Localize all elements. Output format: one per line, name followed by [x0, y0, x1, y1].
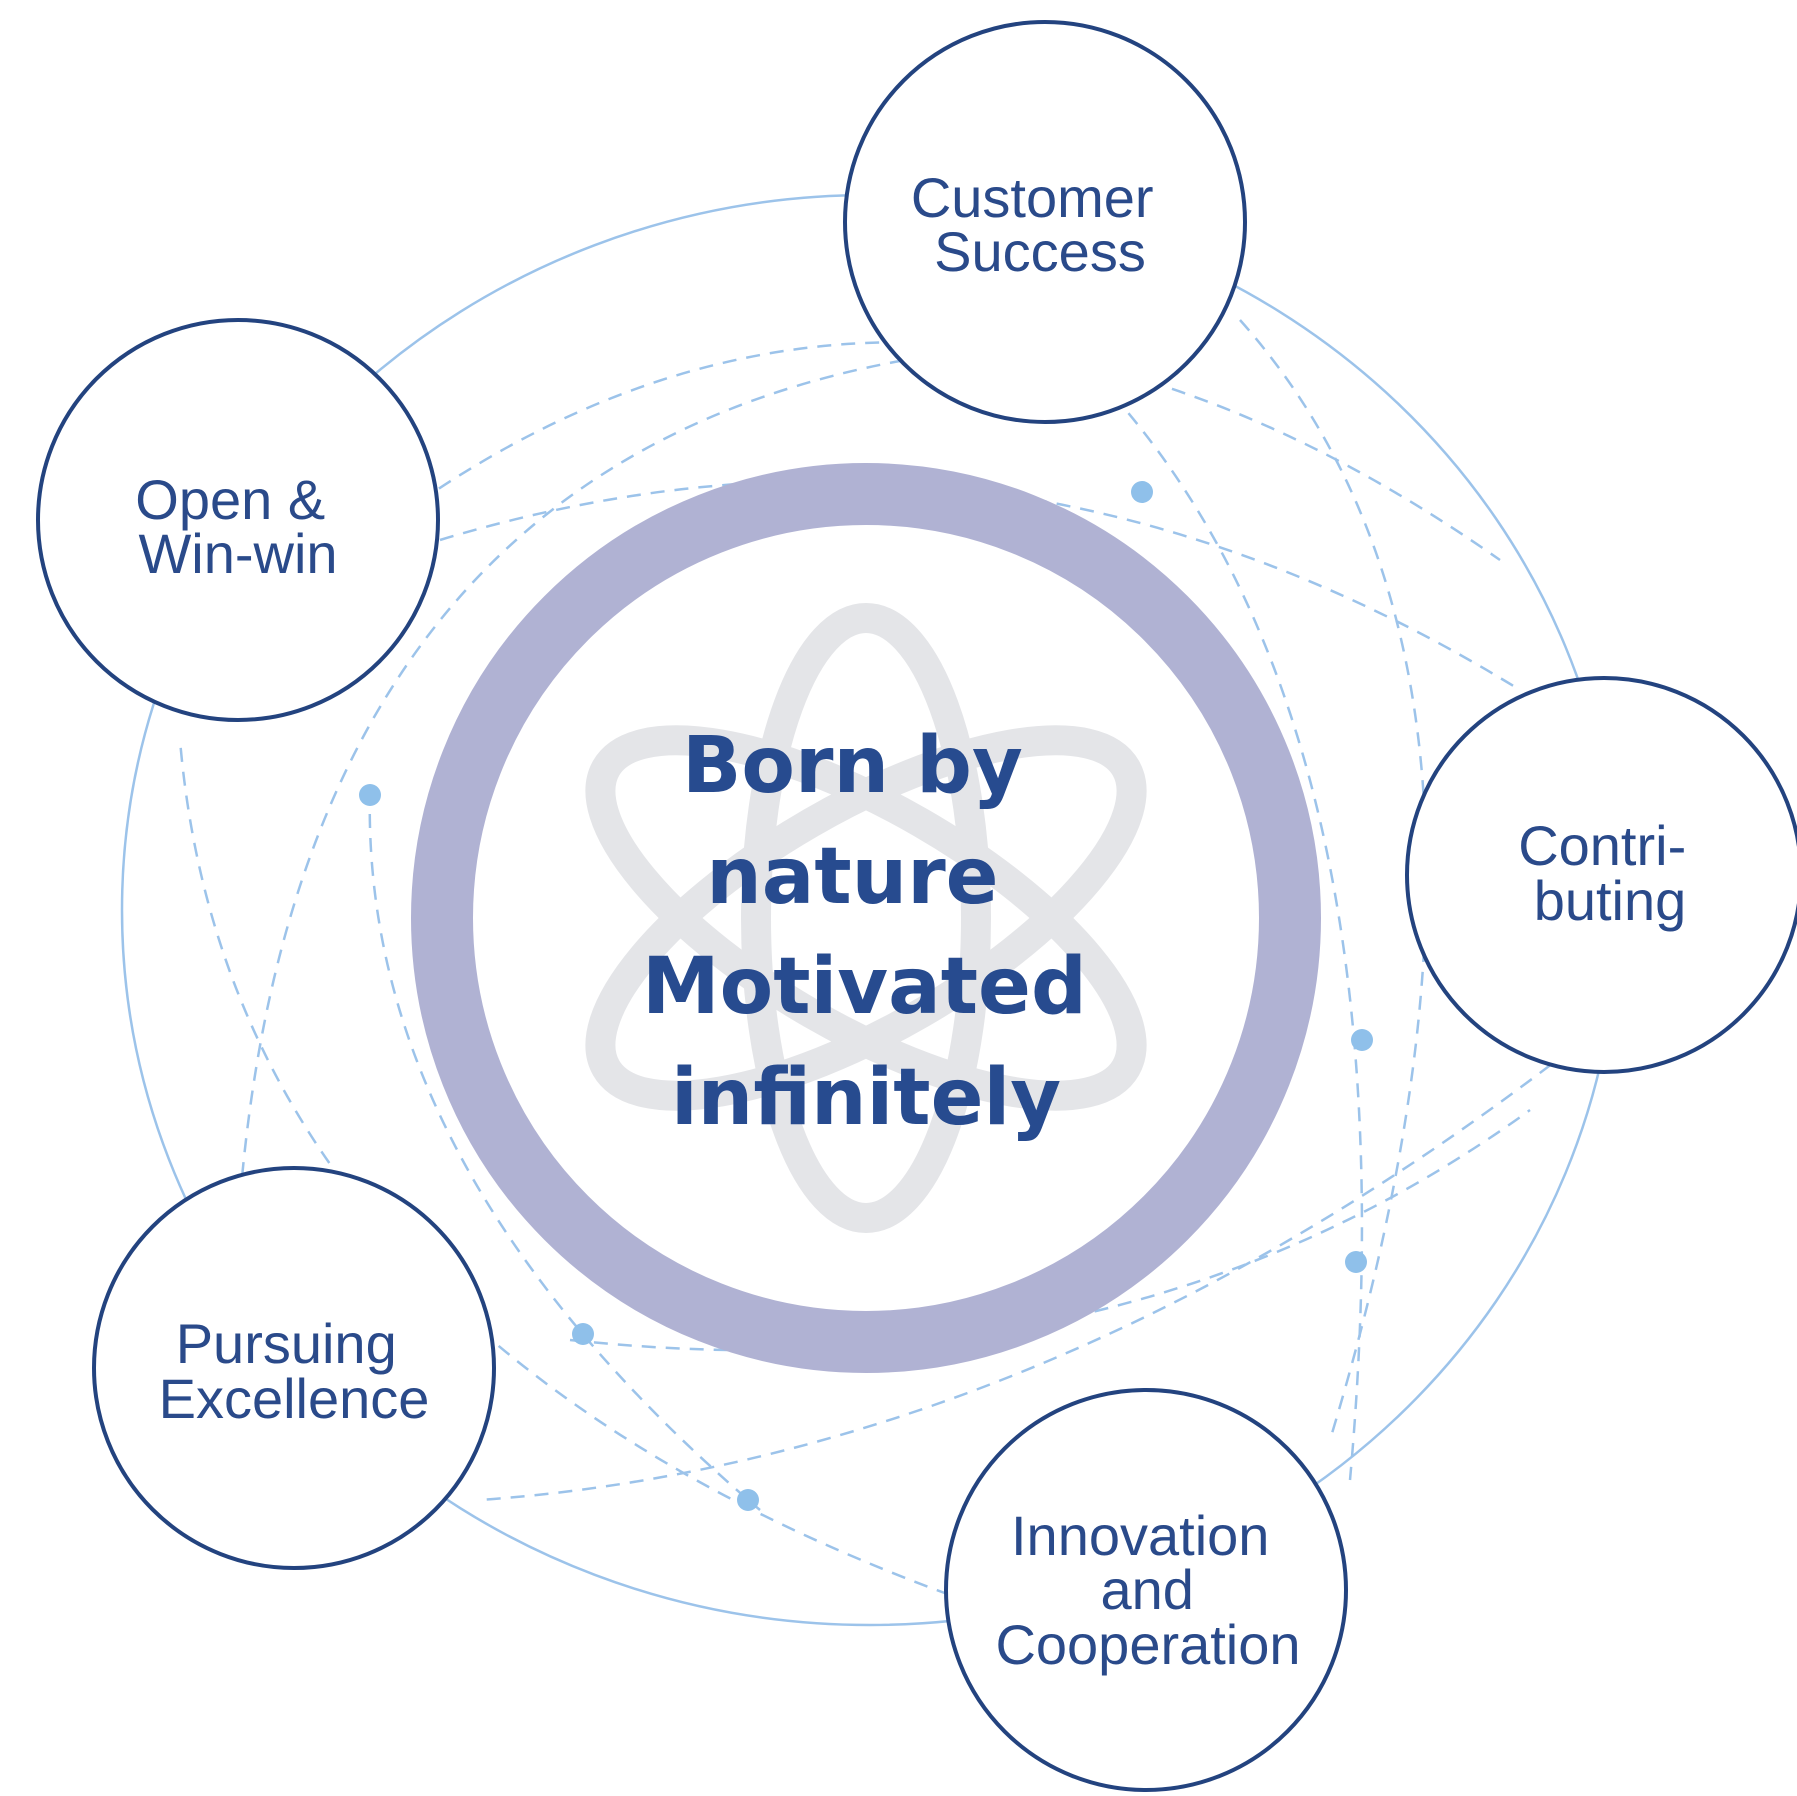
value-circle [36, 318, 440, 722]
center-core: Born by nature Motivated infinitely [411, 463, 1321, 1373]
center-line-4: infinitely [671, 1053, 1061, 1143]
orbit-arc-bottom [479, 1049, 1571, 1502]
value-label: Innovation and Cooperation [995, 1504, 1300, 1676]
value-innovation-cooperation: Innovation and Cooperation [944, 1388, 1348, 1792]
value-label-line: Pursuing [176, 1312, 397, 1375]
center-line-1: Born by [682, 721, 1023, 811]
orbit-nodes [359, 481, 1373, 1511]
value-label-line: Win-win [138, 522, 337, 585]
value-label: Contri- buting [1518, 814, 1702, 932]
center-line-2: nature [706, 832, 998, 922]
value-circle [1405, 676, 1797, 1074]
orbit-node [1345, 1251, 1367, 1273]
value-contributing: Contri- buting [1405, 676, 1797, 1074]
value-label-line: Excellence [159, 1367, 430, 1430]
value-label-line: Innovation [1011, 1504, 1269, 1567]
value-circle [944, 1388, 1348, 1792]
orbit-node [737, 1489, 759, 1511]
value-circle [92, 1166, 496, 1570]
value-label-line: Success [934, 220, 1146, 283]
value-label-line: Customer [911, 166, 1154, 229]
value-open-win-win: Open & Win-win [36, 318, 440, 722]
value-customer-success: Customer Success [843, 20, 1247, 424]
orbit-node [359, 784, 381, 806]
value-label-line: and [1101, 1558, 1194, 1621]
value-label-line: Cooperation [995, 1613, 1300, 1676]
orbit-node [1131, 481, 1153, 503]
center-circle-fill [442, 494, 1290, 1342]
value-label: Open & Win-win [135, 468, 340, 585]
value-label-line: buting [1534, 869, 1687, 932]
value-label-line: Contri- [1518, 814, 1686, 877]
value-pursuing-excellence: Pursuing Excellence [92, 1166, 496, 1570]
value-label: Customer Success [911, 166, 1169, 283]
center-statement: Born by nature Motivated infinitely [642, 721, 1114, 1143]
orbit-node [572, 1323, 594, 1345]
value-label-line: Open & [135, 468, 325, 531]
atom-icon [585, 603, 1147, 1233]
orbit-arc-upper-left [238, 358, 906, 1201]
orbit-arc-inner-left [368, 789, 761, 1511]
center-line-3: Motivated [642, 942, 1087, 1032]
value-label: Pursuing Excellence [159, 1312, 430, 1430]
value-circle [843, 20, 1247, 424]
orbit-node [1351, 1029, 1373, 1051]
orbit-arc-inner-bottom [569, 1108, 1531, 1352]
center-ring [411, 463, 1321, 1373]
